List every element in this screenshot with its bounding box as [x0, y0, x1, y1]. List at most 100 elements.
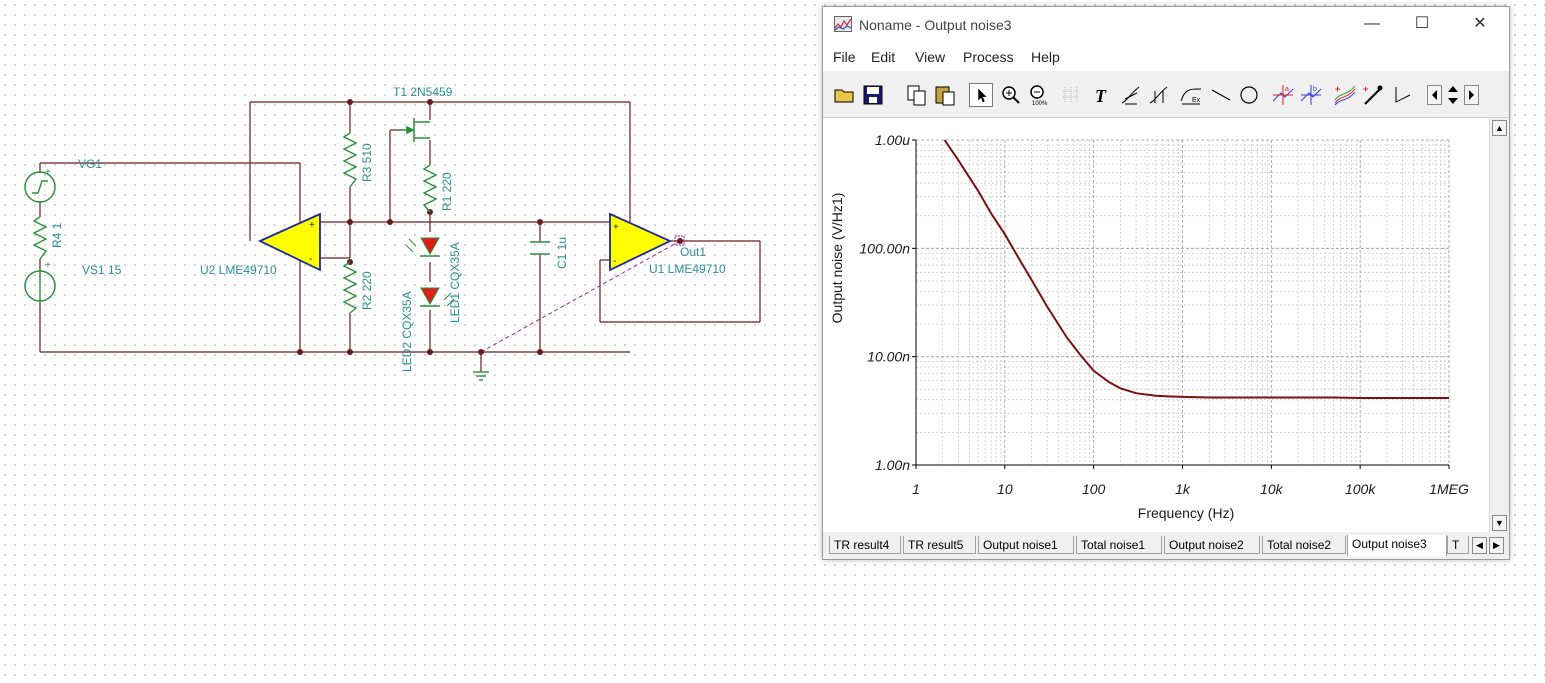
text-icon[interactable]: T	[1091, 83, 1115, 107]
svg-text:-: -	[613, 256, 616, 267]
x-tick-label: 10k	[1260, 481, 1284, 497]
vertical-scrollbar[interactable]: ▲ ▼	[1489, 118, 1509, 532]
menu-file[interactable]: File	[833, 49, 856, 65]
y-axis-label: Output noise (V/Hz1)	[829, 193, 845, 324]
ground-symbol	[473, 371, 489, 381]
u2-label: U2 LME49710	[200, 263, 277, 277]
c1-label: C1 1u	[555, 237, 569, 269]
tab-output-noise2[interactable]: Output noise2	[1164, 536, 1260, 554]
r1-label: R1 220	[440, 172, 454, 211]
r2-label: R2 220	[360, 271, 374, 310]
r4-resistor-symbol[interactable]	[32, 216, 48, 260]
tab-output-noise1[interactable]: Output noise1	[978, 536, 1074, 554]
vs1-label: VS1 15	[82, 263, 122, 277]
led2-symbol[interactable]	[420, 287, 455, 307]
curve-label-icon[interactable]: Ex	[1179, 83, 1203, 107]
menu-help[interactable]: Help	[1031, 49, 1060, 65]
tab-output-noise3[interactable]: Output noise3	[1347, 535, 1447, 557]
open-folder-icon[interactable]	[833, 83, 857, 107]
tab-total-noise2[interactable]: Total noise2	[1262, 536, 1346, 554]
zoom-in-icon[interactable]	[999, 83, 1023, 107]
scroll-updown-icon[interactable]	[1445, 83, 1461, 107]
scroll-left-icon[interactable]	[1427, 83, 1442, 107]
save-icon[interactable]	[861, 83, 885, 107]
minimize-button[interactable]: —	[1364, 15, 1380, 32]
c1-capacitor-symbol[interactable]	[530, 241, 550, 255]
svg-text:Ex: Ex	[1192, 97, 1201, 104]
app-icon	[834, 16, 852, 32]
marker-a-icon[interactable]: a	[1271, 83, 1295, 107]
cursor-b-icon[interactable]	[1147, 83, 1171, 107]
vs1-source-symbol[interactable]: +	[24, 260, 56, 302]
svg-text:+: +	[613, 222, 619, 233]
led1-label: LED1 CQX35A	[448, 242, 462, 323]
out1-marker[interactable]	[674, 235, 685, 246]
zoom-100-icon[interactable]: 100%	[1027, 83, 1051, 107]
r2-resistor-symbol[interactable]	[342, 261, 358, 314]
x-tick-label: 1MEG	[1429, 481, 1469, 497]
probe-icon[interactable]: +	[1361, 83, 1385, 107]
x-tick-label: 1	[912, 481, 920, 497]
tab-total-noise1[interactable]: Total noise1	[1076, 536, 1162, 554]
schematic-canvas[interactable]: + + + - +	[0, 0, 800, 683]
y-tick-labels: 1.00n 10.00n 100.00n 1.00u	[859, 132, 910, 473]
cursor-a-icon[interactable]	[1119, 83, 1143, 107]
u2-opamp-symbol[interactable]: + -	[257, 212, 321, 272]
menu-edit[interactable]: Edit	[871, 49, 896, 65]
tab-scroll-right-button[interactable]: ▶	[1489, 537, 1504, 554]
output-noise-series	[943, 139, 1449, 399]
svg-text:+: +	[309, 220, 315, 231]
u1-opamp-symbol[interactable]: + -	[609, 212, 673, 272]
wires	[39, 101, 761, 372]
svg-text:b: b	[1313, 86, 1317, 93]
grid-icon[interactable]	[1059, 83, 1083, 107]
y-tick-label: 10.00n	[867, 349, 910, 365]
x-axis-label: Frequency (Hz)	[1138, 505, 1234, 521]
scroll-up-button[interactable]: ▲	[1492, 120, 1507, 136]
output-probe-line	[480, 240, 681, 353]
multi-curve-icon[interactable]: +	[1333, 83, 1357, 107]
close-button[interactable]: ✕	[1473, 15, 1487, 32]
copy-icon[interactable]	[905, 83, 929, 107]
scroll-down-button[interactable]: ▼	[1492, 515, 1507, 531]
circle-icon[interactable]	[1237, 83, 1261, 107]
u1-label: U1 LME49710	[649, 262, 726, 276]
svg-text:+: +	[1335, 84, 1340, 94]
y-tick-label: 1.00n	[875, 457, 910, 473]
line-icon[interactable]	[1209, 83, 1233, 107]
title-bar[interactable]: Noname - Output noise3 — ☐ ✕	[823, 7, 1509, 43]
paste-icon[interactable]	[933, 83, 957, 107]
menu-view[interactable]: View	[915, 49, 946, 65]
r3-resistor-symbol[interactable]	[342, 132, 358, 188]
major-grid	[912, 139, 1450, 469]
angle-icon[interactable]	[1391, 83, 1415, 107]
x-tick-label: 100k	[1345, 481, 1376, 497]
svg-text:a: a	[1285, 86, 1289, 93]
maximize-button[interactable]: ☐	[1414, 15, 1430, 32]
tab-tr-result4[interactable]: TR result4	[829, 536, 901, 554]
menu-process[interactable]: Process	[963, 49, 1014, 65]
tab-truncated[interactable]: T	[1447, 536, 1469, 554]
tab-tr-result5[interactable]: TR result5	[903, 536, 976, 554]
svg-text:+: +	[45, 260, 51, 271]
scroll-right-icon[interactable]	[1464, 83, 1479, 107]
y-tick-label: 1.00u	[875, 132, 910, 148]
led1-symbol[interactable]	[405, 237, 440, 257]
r3-label: R3 510	[360, 143, 374, 182]
marker-b-icon[interactable]: b	[1299, 83, 1323, 107]
led2-label: LED2 CQX35A	[400, 291, 414, 372]
t1-jfet-symbol[interactable]	[398, 118, 430, 142]
r4-label: R4 1	[50, 222, 64, 248]
r1-resistor-symbol[interactable]	[422, 164, 438, 213]
x-tick-label: 100	[1082, 481, 1106, 497]
toolbar: 100% T Ex a b + +	[823, 71, 1509, 118]
y-tick-label: 100.00n	[859, 240, 910, 256]
svg-text:+: +	[45, 167, 51, 178]
pointer-icon[interactable]	[969, 83, 993, 107]
vg1-source-symbol[interactable]: +	[24, 167, 56, 203]
tab-scroll-left-button[interactable]: ◀	[1472, 537, 1487, 554]
vg1-label: VG1	[78, 157, 102, 171]
menu-bar: File Edit View Process Help	[823, 43, 1509, 71]
